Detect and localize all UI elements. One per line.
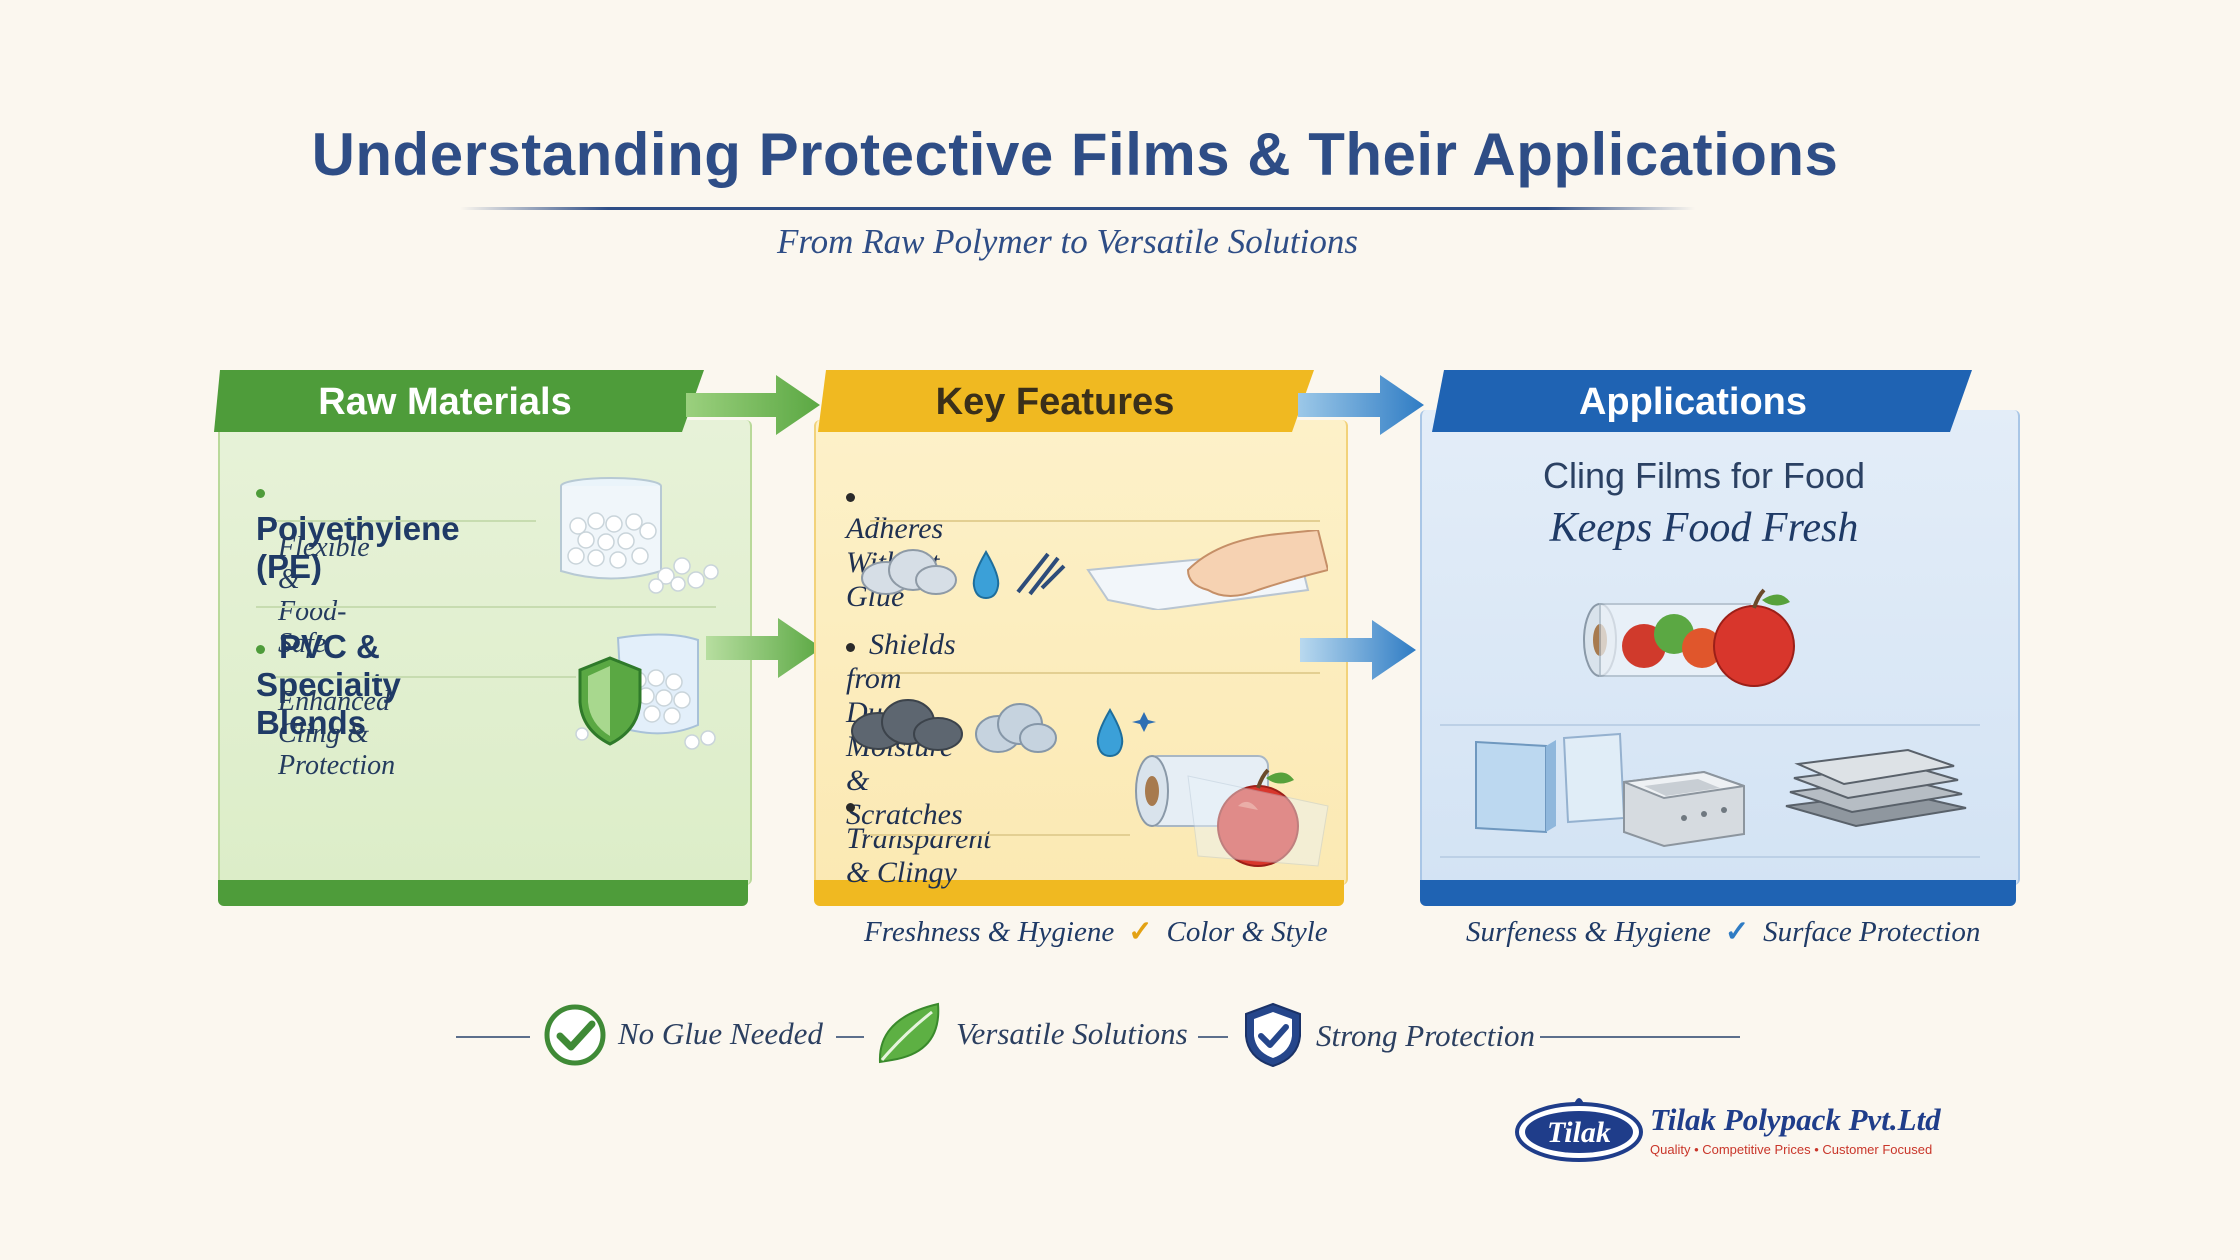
applications-footer-right: Surface Protection bbox=[1763, 916, 1981, 948]
appliance-icon bbox=[1623, 770, 1745, 848]
check-circle-icon bbox=[544, 1004, 606, 1066]
key-features-header: Key Features bbox=[935, 381, 1175, 423]
applications-header-band bbox=[1432, 370, 1972, 432]
bullet-dot bbox=[846, 802, 855, 812]
page-title: Understanding Protective Films & Their A… bbox=[311, 121, 1839, 188]
brand-tagline: Quality • Competitive Prices • Customer … bbox=[1650, 1142, 1933, 1157]
benefit-no-glue: No Glue Needed bbox=[618, 1016, 823, 1051]
feature-transparent-label: Transparent & Clingy bbox=[846, 822, 992, 889]
raw-materials-header: Raw Materials bbox=[318, 381, 572, 423]
shield-check-icon bbox=[1245, 1002, 1301, 1068]
raw-section-divider bbox=[256, 606, 716, 608]
glass-panels-icon bbox=[1475, 732, 1626, 834]
bullet-dot bbox=[256, 644, 265, 654]
raw-item-pe: Polyethylene (PE) bbox=[256, 472, 460, 586]
logo-text: Tilak bbox=[1547, 1116, 1611, 1149]
raw-item-pvc-desc: Enhanced Cling & Protection bbox=[278, 686, 396, 781]
applications-divider bbox=[1440, 724, 1980, 726]
arrow-raw-to-features-2 bbox=[706, 618, 822, 678]
benefits-line bbox=[1198, 1036, 1228, 1038]
feature-divider bbox=[870, 834, 1130, 836]
raw-materials-base bbox=[218, 880, 748, 906]
raw-item-pe-name: Polyethylene (PE) bbox=[256, 510, 460, 585]
bullet-dot bbox=[846, 642, 855, 652]
tilak-logo: Tilak bbox=[1515, 1098, 1643, 1162]
page-subtitle: From Raw Polymer to Versatile Solutions bbox=[776, 222, 1359, 261]
title-divider bbox=[460, 207, 1695, 210]
leaf-icon bbox=[878, 1002, 940, 1064]
applications-divider bbox=[1440, 856, 1980, 858]
benefits-line-left bbox=[456, 1036, 530, 1038]
applications-footer: Surfeness & Hygiene ✓ Surface Protection bbox=[1466, 914, 1980, 949]
feature-divider bbox=[870, 672, 1320, 674]
dust-moisture-icon bbox=[851, 699, 1156, 758]
benefit-strong-protection: Strong Protection bbox=[1316, 1018, 1535, 1053]
key-features-base bbox=[814, 880, 1344, 906]
brand-name: Tilak Polypack Pvt.Ltd bbox=[1650, 1102, 1941, 1137]
bullet-dot bbox=[846, 492, 855, 502]
check-icon: ✓ bbox=[1724, 916, 1750, 948]
bullet-dot bbox=[256, 488, 265, 498]
arrow-raw-to-features bbox=[686, 375, 820, 435]
raw-materials-header-band bbox=[214, 370, 704, 432]
raw-item-pe-desc: Flexible & Food-Safe bbox=[278, 532, 370, 659]
raw-item-divider bbox=[276, 520, 536, 522]
metal-sheets-icon bbox=[1785, 748, 1967, 828]
raw-item-pvc-name: PVC & Specialty Blends bbox=[256, 628, 401, 741]
feature-divider bbox=[870, 520, 1320, 522]
features-footer-left: Freshness & Hygiene bbox=[864, 916, 1115, 948]
applications-title: Cling Films for Food bbox=[1542, 455, 1866, 496]
features-footer: Freshness & Hygiene ✓ Color & Style bbox=[864, 914, 1328, 949]
arrow-features-to-applications bbox=[1298, 375, 1424, 435]
key-features-header-band bbox=[818, 370, 1314, 432]
benefits-line bbox=[836, 1036, 864, 1038]
wrapped-produce-icon bbox=[1583, 588, 1795, 687]
raw-item-pvc: PVC & Specialty Blends bbox=[256, 628, 401, 742]
arrow-features-to-applications-2 bbox=[1300, 620, 1416, 680]
applications-base bbox=[1420, 880, 2016, 906]
applications-header: Applications bbox=[1578, 381, 1808, 423]
applications-tagline: Keeps Food Fresh bbox=[1549, 505, 1859, 551]
benefit-versatile: Versatile Solutions bbox=[956, 1016, 1188, 1051]
raw-item-divider bbox=[276, 676, 576, 678]
features-footer-right: Color & Style bbox=[1166, 916, 1328, 948]
shield-pellets-icon bbox=[575, 633, 716, 750]
check-icon: ✓ bbox=[1128, 916, 1153, 948]
film-roll-apple-icon bbox=[1135, 755, 1329, 867]
applications-footer-left: Surfeness & Hygiene bbox=[1466, 916, 1711, 948]
feature-transparent: Transparent & Clingy bbox=[846, 788, 992, 890]
hand-peeling-film-icon bbox=[861, 530, 1328, 610]
beaker-pellets-icon bbox=[560, 477, 719, 594]
benefits-line-right bbox=[1540, 1036, 1740, 1038]
